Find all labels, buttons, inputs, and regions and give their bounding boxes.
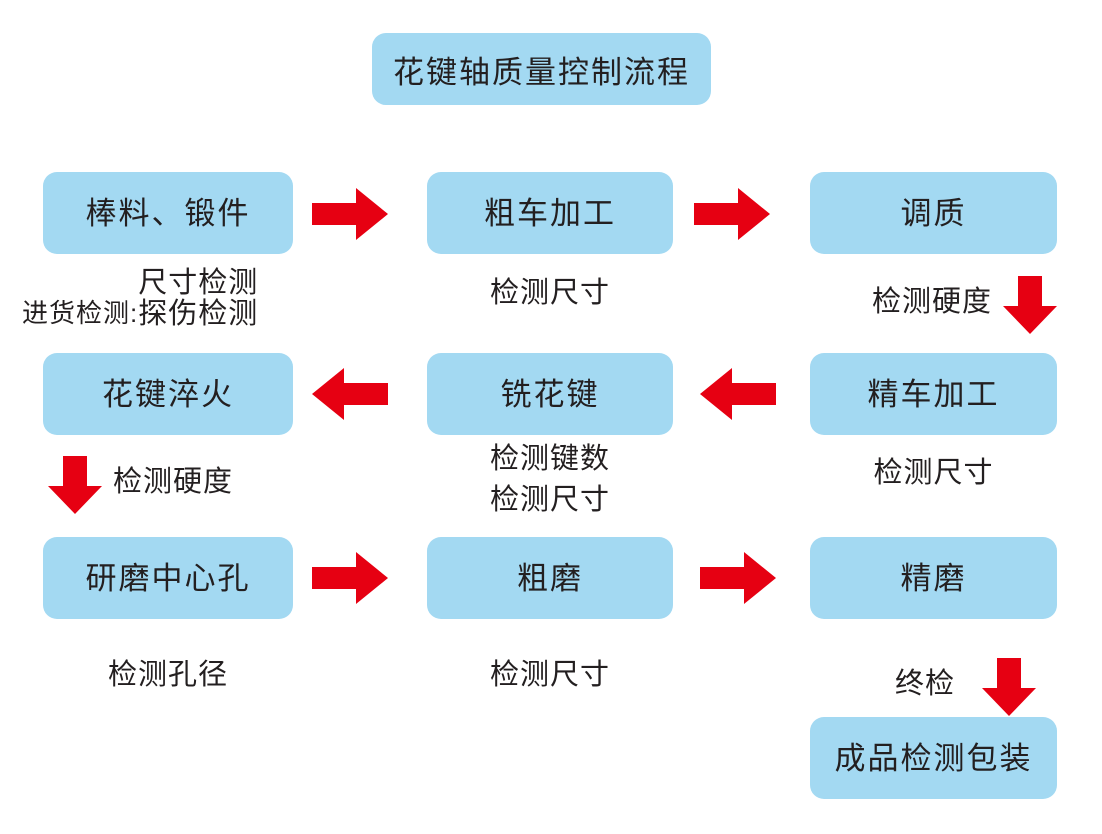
caption-grind-center-hole: 检测孔径 — [107, 659, 228, 691]
arrow-right-icon — [700, 550, 776, 606]
node-fine-turning[interactable]: 精车加工 — [810, 353, 1057, 435]
caption-rough-turning: 检测尺寸 — [489, 277, 610, 309]
arrow-right-icon — [312, 550, 388, 606]
caption-mill-spline-line1: 检测键数 — [489, 443, 610, 475]
caption-spline-quenching: 检测硬度 — [113, 466, 234, 498]
node-rough-grinding[interactable]: 粗磨 — [427, 537, 673, 619]
caption-incoming-line1: 尺寸检测 — [138, 267, 259, 299]
chart-title: 花键轴质量控制流程 — [372, 33, 711, 105]
node-spline-quenching[interactable]: 花键淬火 — [43, 353, 293, 435]
arrow-right-icon — [312, 186, 388, 242]
caption-fine-turning: 检测尺寸 — [873, 457, 994, 489]
caption-quench-tempering: 检测硬度 — [872, 286, 993, 318]
arrow-down-icon — [1002, 276, 1058, 334]
caption-final-inspection-group: 终检 — [895, 658, 1037, 716]
caption-incoming-line2: 探伤检测 — [138, 297, 259, 330]
arrow-left-icon — [700, 366, 776, 422]
caption-incoming-prefix: 进货检测: — [22, 298, 139, 329]
node-grind-center-hole[interactable]: 研磨中心孔 — [43, 537, 293, 619]
node-quench-tempering[interactable]: 调质 — [810, 172, 1057, 254]
arrow-right-icon — [694, 186, 770, 242]
arrow-down-icon — [981, 658, 1037, 716]
caption-rough-grinding: 检测尺寸 — [489, 659, 610, 691]
arrow-left-icon — [312, 366, 388, 422]
caption-final-inspection: 终检 — [895, 668, 956, 700]
caption-quench-tempering-group: 检测硬度 — [872, 276, 1058, 334]
node-mill-spline[interactable]: 铣花键 — [427, 353, 673, 435]
caption-incoming-inspection: 进货检测: 尺寸检测 探伤检测 — [22, 268, 258, 329]
arrow-down-icon — [47, 456, 103, 514]
node-final-inspection-packaging[interactable]: 成品检测包装 — [810, 717, 1057, 799]
node-raw-material[interactable]: 棒料、锻件 — [43, 172, 293, 254]
caption-spline-quenching-group: 检测硬度 — [47, 456, 234, 514]
caption-mill-spline-line2: 检测尺寸 — [489, 484, 610, 516]
node-rough-turning[interactable]: 粗车加工 — [427, 172, 673, 254]
node-fine-grinding[interactable]: 精磨 — [810, 537, 1057, 619]
